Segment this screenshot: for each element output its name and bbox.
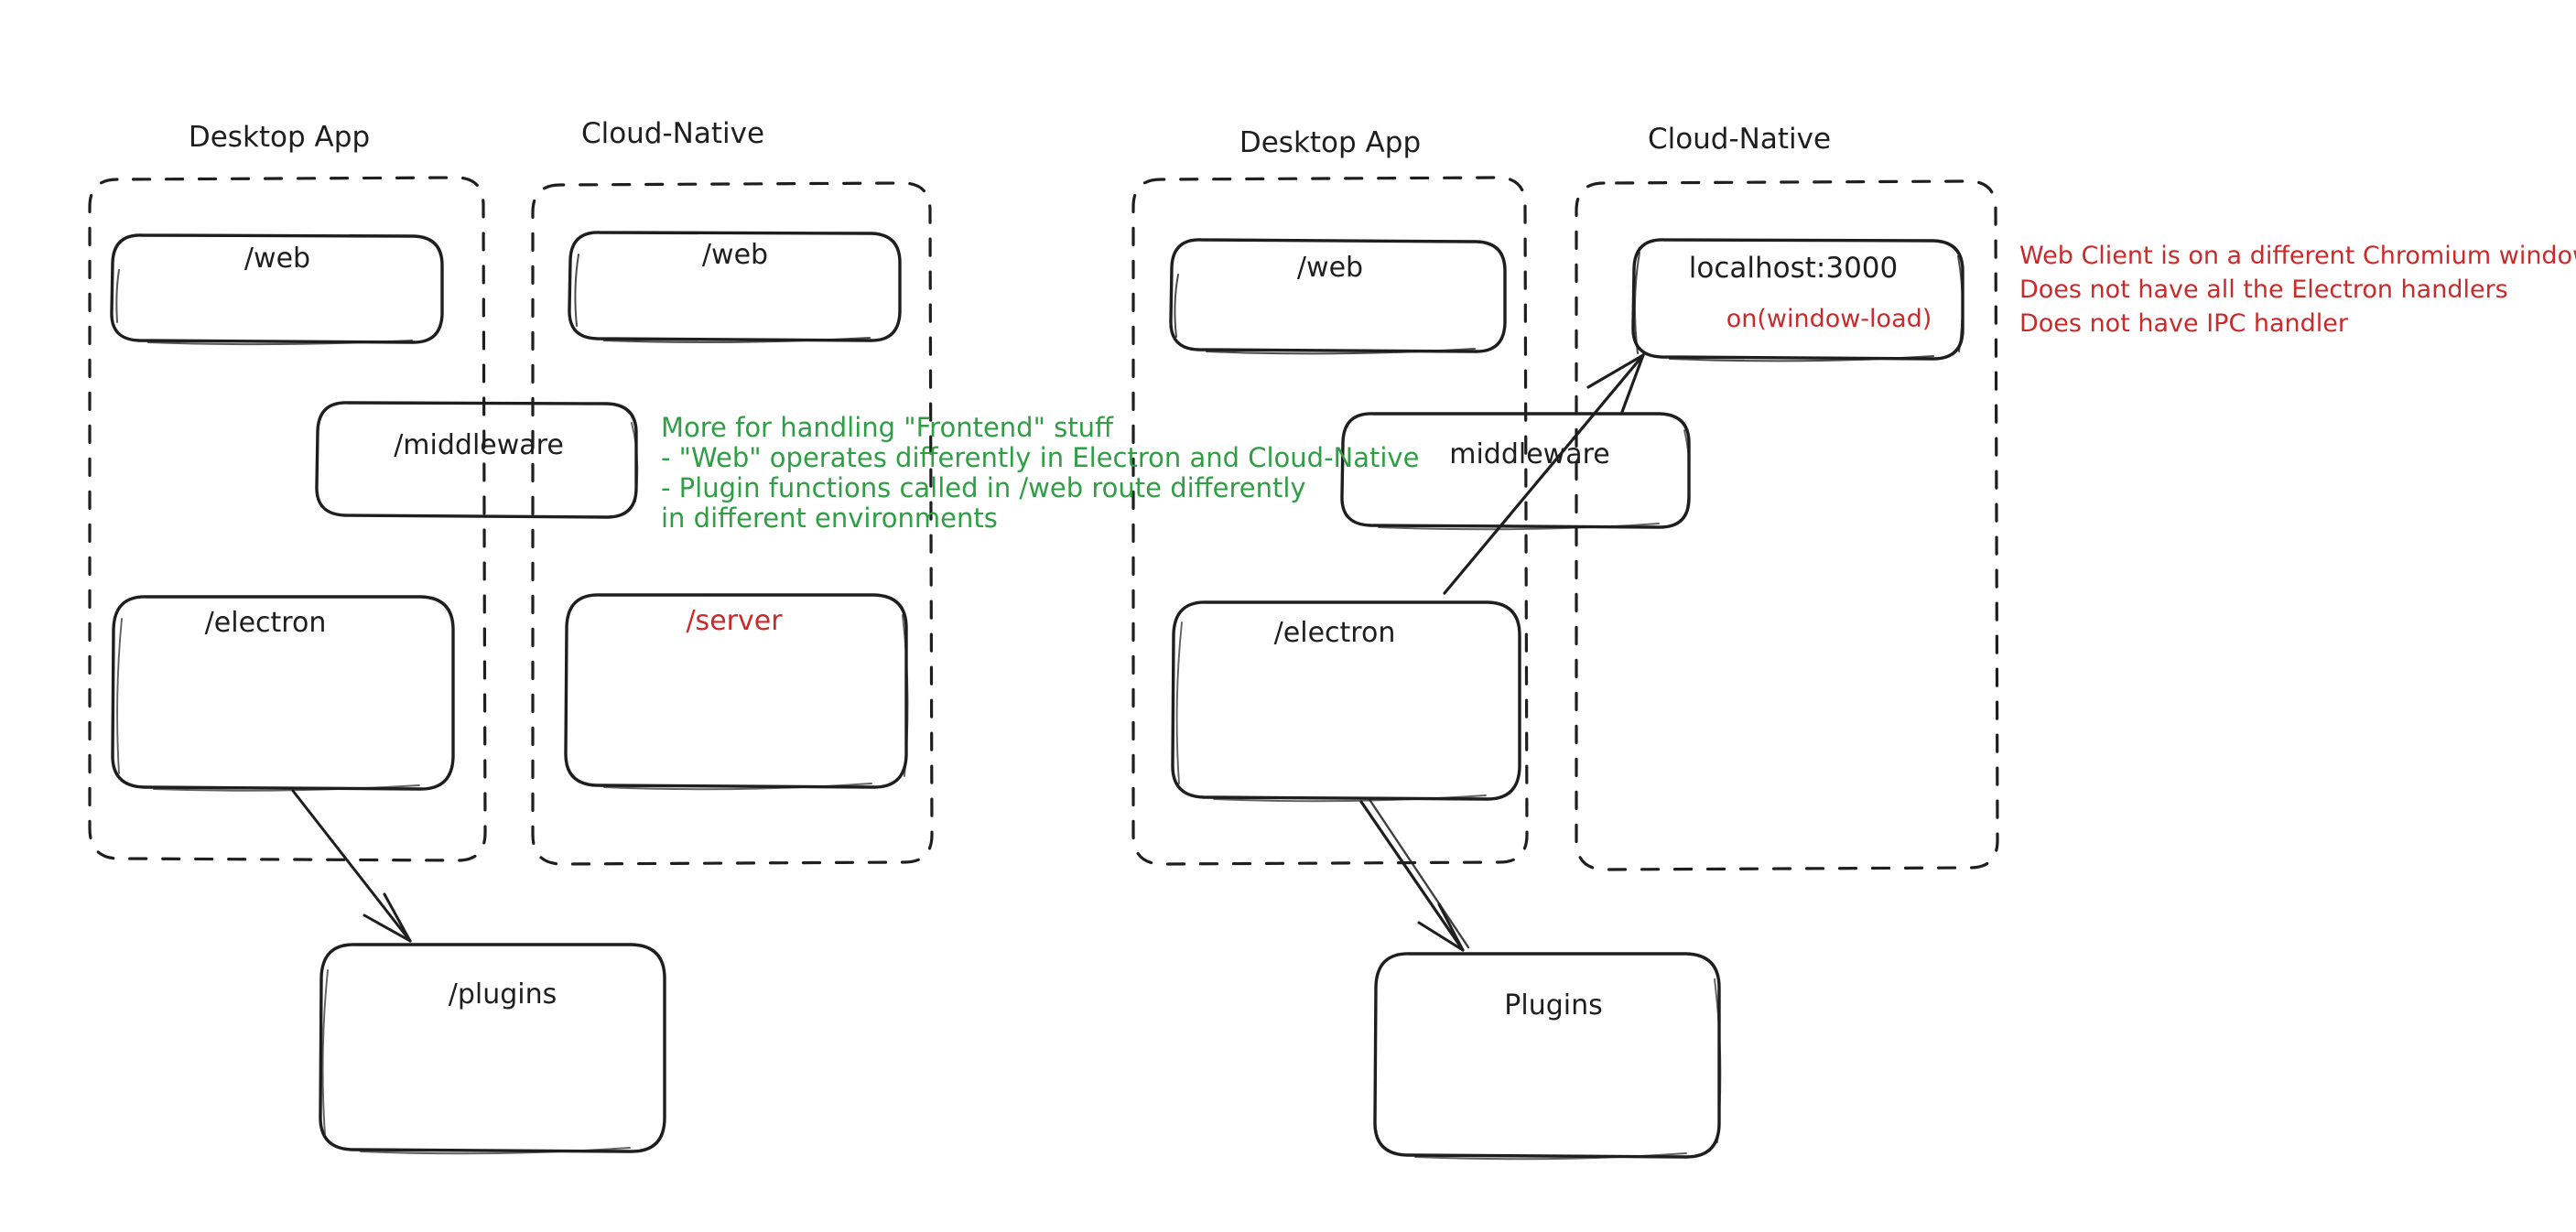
node-left-desktop-web[interactable]: /web [110,233,444,346]
group-left-desktop: Desktop App [88,121,487,862]
annotation-red-line-1: Web Client is on a different Chromium wi… [2019,242,2576,270]
node-left-middleware-label: /middleware [394,429,564,461]
node-left-middleware[interactable]: /middleware [315,401,639,519]
node-right-localhost-sublabel: on(window-load) [1726,305,1932,333]
annotation-green-line-3: - Plugin functions called in /web route … [661,472,1306,503]
node-right-middleware[interactable]: middleware [1340,412,1691,531]
node-left-plugins-label: /plugins [449,978,557,1010]
node-left-server-label: /server [686,605,783,637]
annotation-green-line-2: - "Web" operates differently in Electron… [661,442,1419,473]
node-right-localhost[interactable]: localhost:3000 on(window-load) [1631,238,1964,362]
node-left-electron[interactable]: /electron [111,595,455,792]
node-left-server[interactable]: /server [564,593,909,791]
node-right-localhost-label: localhost:3000 [1689,252,1899,285]
node-right-electron[interactable]: /electron [1171,600,1521,803]
group-right-cloud: Cloud-Native [1575,123,1999,871]
group-right-desktop-label: Desktop App [1239,126,1421,159]
group-right-cloud-label: Cloud-Native [1648,123,1831,156]
node-left-electron-label: /electron [205,607,327,639]
edge-left-electron-to-plugins [291,789,412,943]
node-left-plugins[interactable]: /plugins [319,943,666,1155]
group-left-cloud-label: Cloud-Native [581,117,764,150]
node-right-desktop-web[interactable]: /web [1169,238,1507,355]
annotation-red-line-3: Does not have IPC handler [2019,309,2349,338]
edge-right-electron-to-plugins [1359,796,1470,952]
node-left-cloud-web-label: /web [702,239,768,271]
node-left-cloud-web[interactable]: /web [568,231,902,343]
annotation-green-line-4: in different environments [661,503,998,534]
annotation-red-line-2: Does not have all the Electron handlers [2019,276,2508,304]
edge-right-electron-to-localhost [1443,353,1645,595]
node-left-desktop-web-label: /web [244,243,310,275]
annotation-red-note: Web Client is on a different Chromium wi… [2019,242,2576,338]
node-right-middleware-label: middleware [1449,438,1610,470]
node-right-plugins[interactable]: Plugins [1373,952,1722,1161]
annotation-green-line-1: More for handling "Frontend" stuff [661,412,1114,443]
group-right-desktop: Desktop App [1131,126,1529,866]
group-left-desktop-label: Desktop App [189,121,370,154]
node-right-desktop-web-label: /web [1297,252,1363,284]
node-right-plugins-label: Plugins [1504,989,1602,1021]
node-right-electron-label: /electron [1274,617,1396,649]
annotation-green-note: More for handling "Frontend" stuff - "We… [661,412,1419,534]
group-left-cloud: Cloud-Native [531,117,934,866]
